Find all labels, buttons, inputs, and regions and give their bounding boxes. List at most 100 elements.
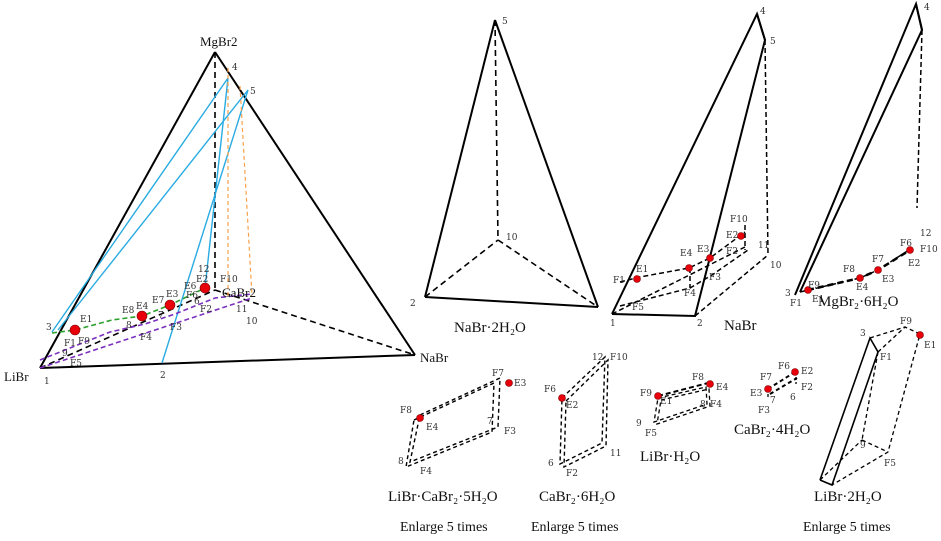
panel-nabr: 4 5 11 10 1 2 E1 E2 E3 E4 F1 F2 F3 F4 F5… [610,7,782,334]
label-F6: F6 [186,291,198,301]
label-6: 6 [548,459,554,469]
label-E7: E7 [152,296,165,306]
vertex-label-back: CaBr2 [222,285,256,300]
label-7: 7 [158,311,164,321]
point-E4 [136,310,148,322]
main-invariant-points [69,282,211,336]
label-7: 7 [487,417,493,427]
label-2: 2 [410,299,416,309]
orange-guide-lines [227,68,253,297]
label-F2: F2 [801,383,813,393]
caption-libr-h2o: LiBr·H₂O [640,449,700,465]
label-F5: F5 [884,459,896,469]
label-F8: F8 [692,373,704,383]
label-4: 4 [924,3,930,13]
label-E3: E3 [514,379,527,389]
label-E1: E1 [636,265,648,275]
label-F7: F7 [872,255,884,265]
point-E2 [199,282,211,294]
vertex-label-left: LiBr [4,369,29,384]
label-F6: F6 [544,385,556,395]
label-F6: F6 [900,239,912,249]
label-E8: E8 [122,306,135,316]
panel-nabr-2h2o: 5 10 2 NaBr·2H₂O [410,17,599,336]
caption-cabr2-6h2o: CaBr₂·6H₂O [539,489,615,505]
label-F8: F8 [400,406,412,416]
label-10: 10 [770,261,782,271]
label-11: 11 [610,449,621,459]
label-F10: F10 [610,353,628,363]
label-2: 2 [160,371,166,381]
caption-nabr: NaBr [724,318,757,334]
label-E4: E4 [716,383,729,393]
label-E3: E3 [750,389,763,399]
label-E2: E2 [801,367,813,377]
label-F9: F9 [640,389,652,399]
point-E1 [69,324,81,336]
label-12: 12 [592,353,603,363]
caption-cabr2-4h2o: CaBr₂·4H₂O [734,422,810,438]
label-E2: E2 [726,231,738,241]
label-5: 5 [502,17,508,27]
label-E4: E4 [136,302,149,312]
label-F3: F3 [709,273,721,283]
panel-libr-cabr2-5h2o: F8 E4 F7 E3 7 F3 8 F4 LiBr·CaBr₂·5H₂O En… [388,369,527,535]
cyan-boundary-lines [51,77,249,364]
label-12: 12 [920,229,931,239]
label-F2: F2 [726,247,738,257]
label-1: 1 [610,319,616,329]
label-8: 8 [700,400,706,410]
label-F7: F7 [760,373,772,383]
label-F5: F5 [70,359,82,369]
enlarge-note-2: Enlarge 5 times [531,520,619,535]
label-F1: F1 [880,353,892,363]
label-F10: F10 [920,245,938,255]
label-F4: F4 [710,400,722,410]
label-E3: E3 [166,290,179,300]
label-F3: F3 [170,323,182,333]
label-F6: F6 [778,362,790,372]
label-F1: F1 [64,339,76,349]
label-4: 4 [760,7,766,17]
label-F10: F10 [730,215,748,225]
label-6: 6 [790,393,796,403]
main-tetrahedron: MgBr2 LiBr NaBr CaBr2 1 2 3 4 5 6 7 8 9 … [4,34,449,387]
label-E2: E2 [908,259,920,269]
label-10: 10 [506,233,518,243]
vertex-label-top: MgBr2 [200,34,238,49]
panel-cabr2-6h2o: F6 E2 12 F10 6 F2 11 CaBr₂·6H₂O Enlarge … [531,353,628,535]
label-F4: F4 [420,467,432,477]
label-F3: F3 [758,406,770,416]
label-F9: F9 [808,281,820,291]
label-F1: F1 [613,276,625,286]
enlarge-note-1: Enlarge 5 times [400,520,488,535]
label-8: 8 [126,321,132,331]
label-6: 6 [194,297,200,307]
tetrahedron-dashed-edges [39,52,416,369]
label-E4: E4 [680,249,693,259]
label-8: 8 [398,457,404,467]
caption-libr-cabr2-5h2o: LiBr·CaBr₂·5H₂O [388,489,498,505]
label-10: 10 [246,317,258,327]
label-7: 7 [770,396,776,406]
label-E4: E4 [856,283,869,293]
label-11: 11 [758,241,769,251]
label-F4: F4 [684,289,696,299]
panel-libr-h2o: F9 E1 F8 E4 8 F4 9 F5 LiBr·H₂O [636,373,729,465]
label-9: 9 [636,419,642,429]
label-9: 9 [860,441,866,451]
label-F7: F7 [492,369,504,379]
label-11: 11 [236,305,247,315]
label-E6: E6 [184,282,197,292]
label-F5: F5 [645,429,657,439]
label-F2: F2 [566,469,578,479]
enlarge-note-3: Enlarge 5 times [803,520,891,535]
label-E1: E1 [812,295,824,305]
label-E2: E2 [566,401,578,411]
point-E3 [164,299,176,311]
label-F9: F9 [900,317,912,327]
label-E4: E4 [426,423,439,433]
label-3: 3 [785,289,791,299]
